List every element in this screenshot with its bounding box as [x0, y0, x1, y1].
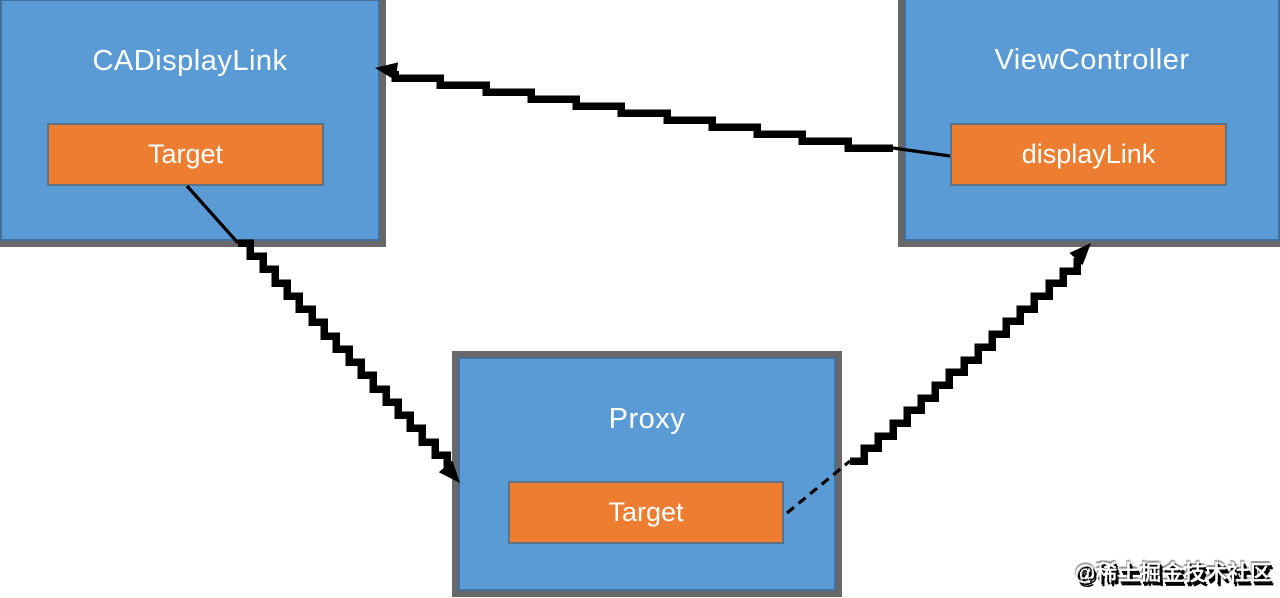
member-cadisplaylink-target: Target [47, 123, 324, 186]
node-cadisplaylink-title: CADisplayLink [92, 45, 288, 77]
member-cadisplaylink-target-label: Target [147, 139, 224, 169]
member-viewcontroller-displaylink-label: displayLink [1021, 139, 1156, 169]
node-viewcontroller-title: ViewController [994, 44, 1190, 76]
member-proxy-target: Target [508, 481, 784, 544]
connector-displaylink-to-cadisplaylink [375, 62, 951, 158]
watermark: @稀土掘金技术社区 [1074, 562, 1272, 585]
node-proxy-title: Proxy [608, 403, 686, 435]
node-proxy: Proxy Target [452, 351, 842, 597]
node-viewcontroller: ViewController displayLink [898, 0, 1280, 247]
member-viewcontroller-displaylink: displayLink [950, 123, 1227, 186]
member-proxy-target-label: Target [608, 497, 684, 527]
node-cadisplaylink: CADisplayLink Target [0, 0, 386, 247]
